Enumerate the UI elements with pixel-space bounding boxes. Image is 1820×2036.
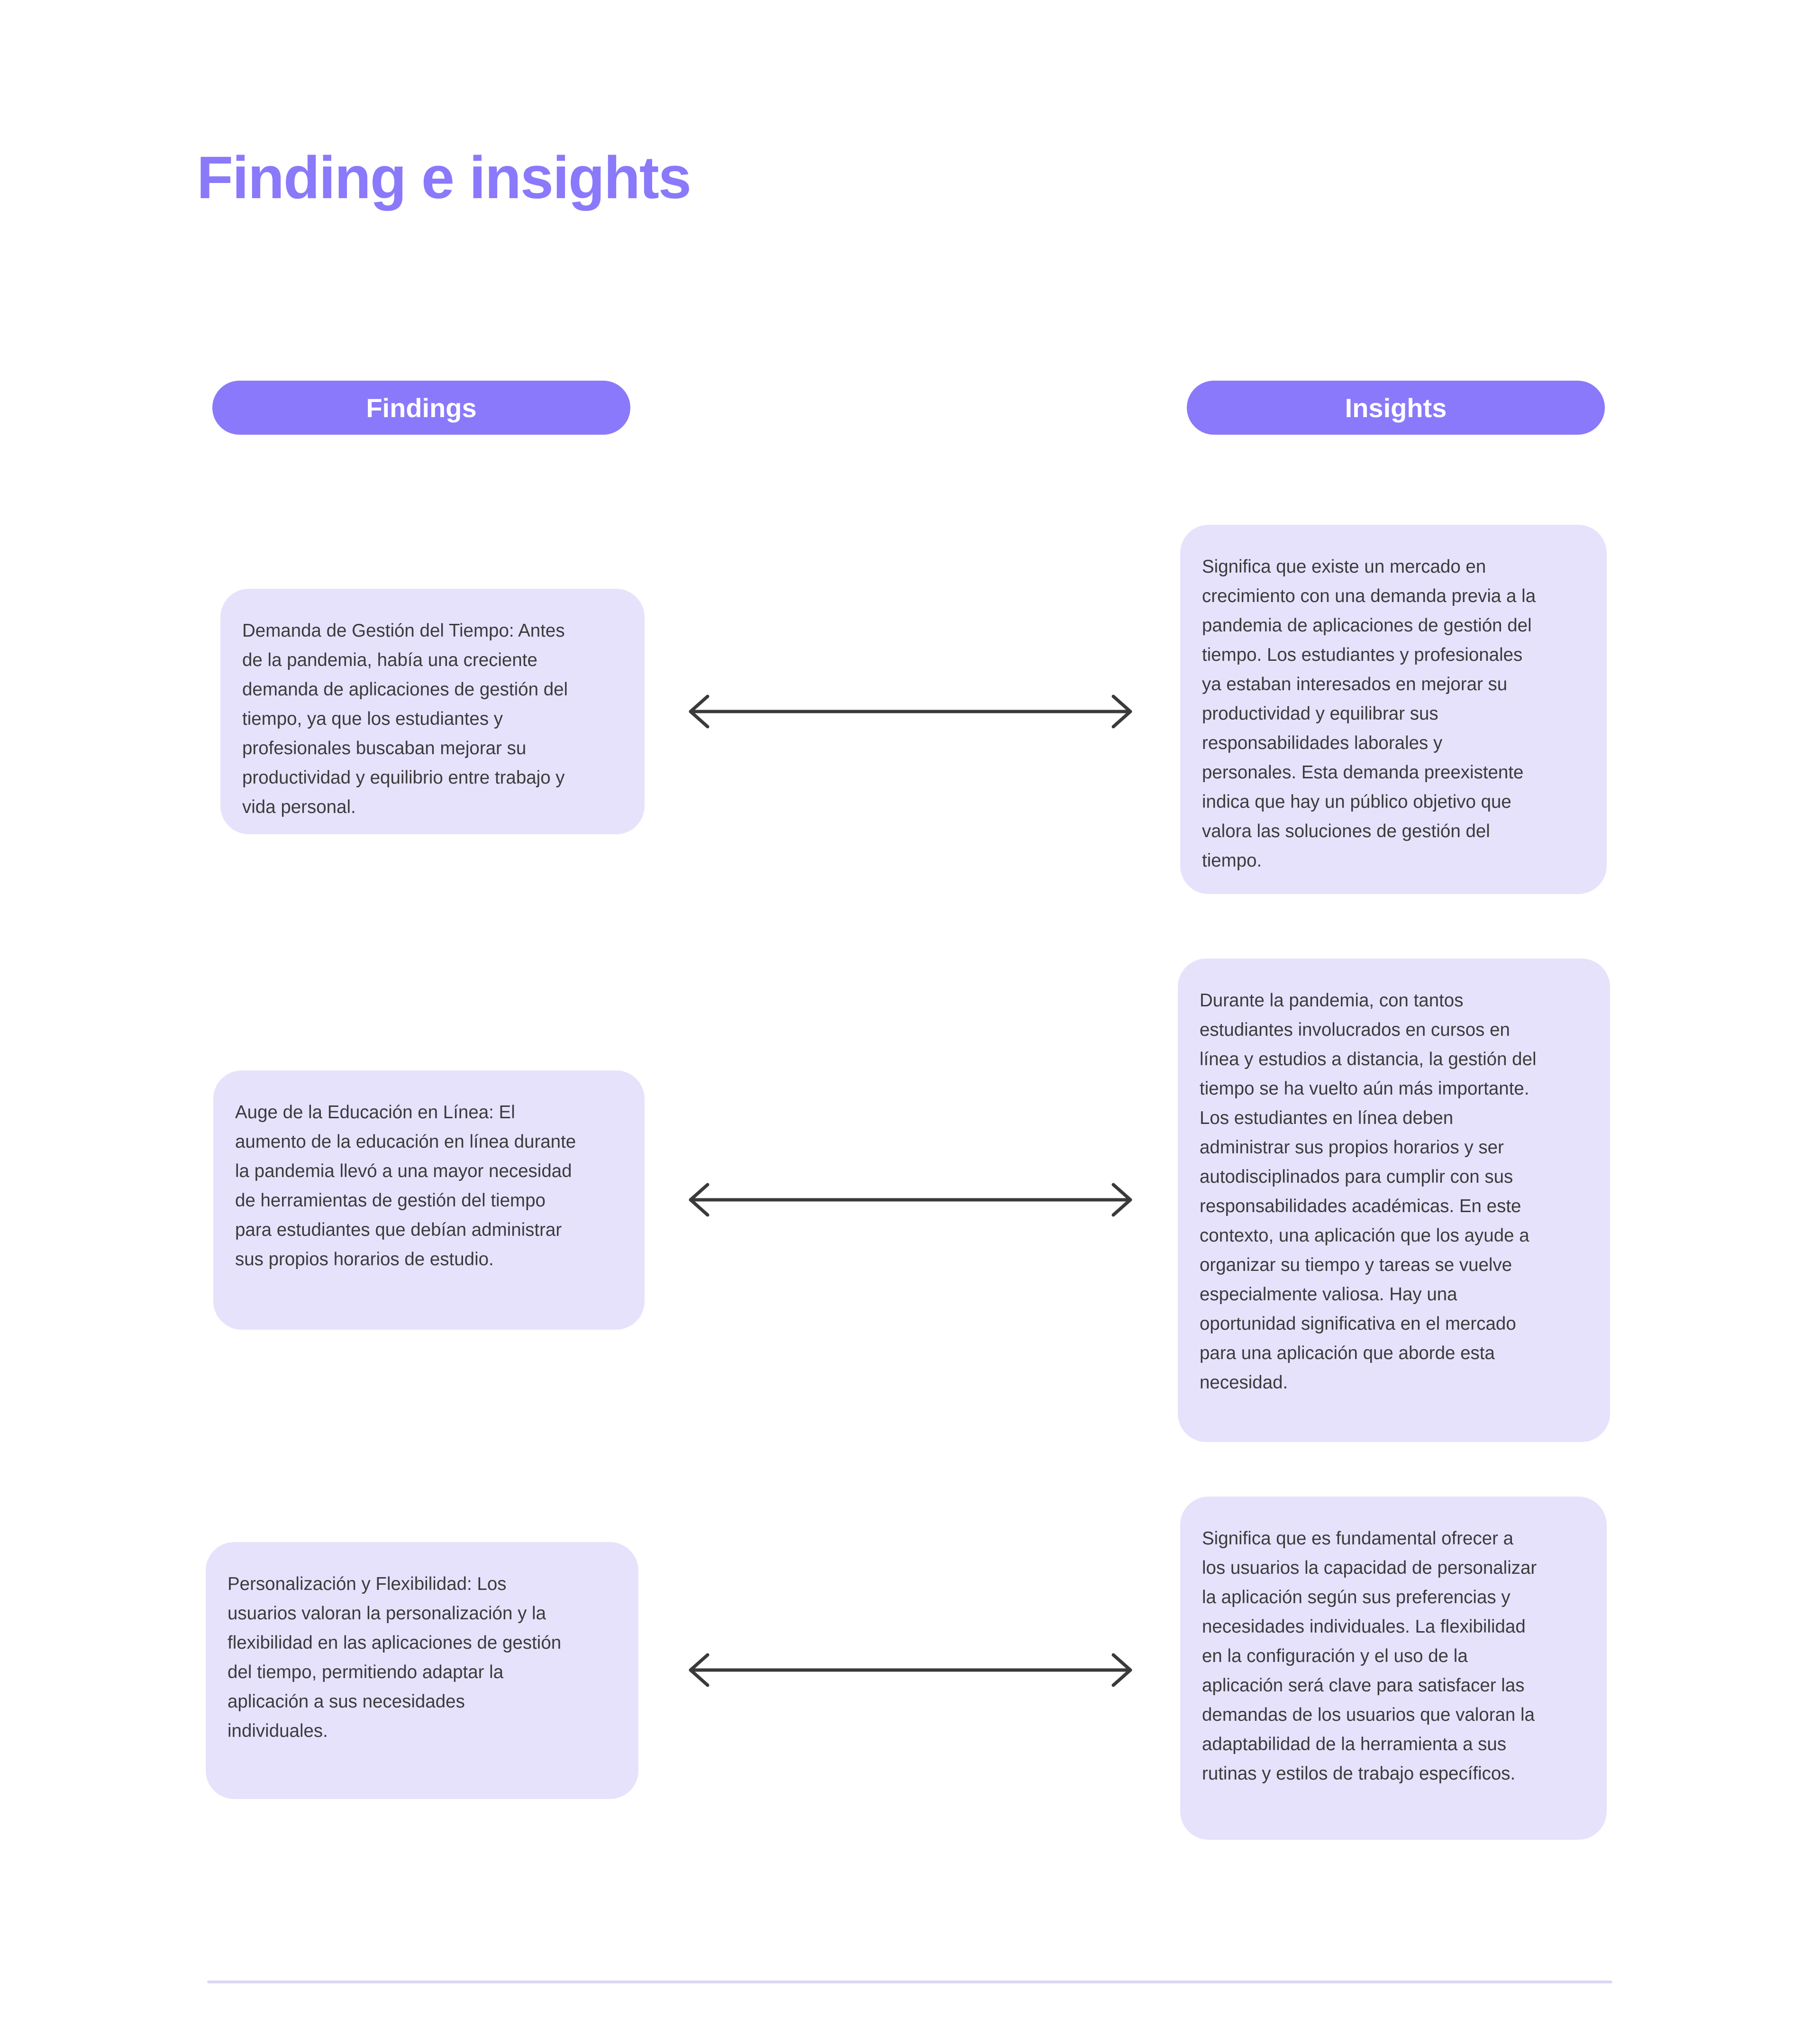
finding-card-1: Demanda de Gestión del Tiempo: Antes de … [220,589,645,834]
insights-header-label: Insights [1345,393,1447,423]
double-arrow-icon [688,690,1133,733]
finding-card-2: Auge de la Educación en Línea: El aument… [213,1070,645,1330]
insights-header-pill: Insights [1187,381,1605,435]
insight-card-3: Significa que es fundamental ofrecer a l… [1180,1497,1607,1840]
page-title: Finding e insights [197,144,692,211]
bottom-divider [207,1981,1612,1983]
insight-card-1: Significa que existe un mercado en creci… [1180,525,1607,894]
double-arrow-icon [688,1178,1133,1221]
findings-header-pill: Findings [212,381,630,435]
finding-card-3: Personalización y Flexibilidad: Los usua… [206,1542,638,1799]
insight-card-2: Durante la pandemia, con tantos estudian… [1178,959,1610,1442]
findings-header-label: Findings [366,393,477,423]
double-arrow-icon [688,1649,1133,1691]
